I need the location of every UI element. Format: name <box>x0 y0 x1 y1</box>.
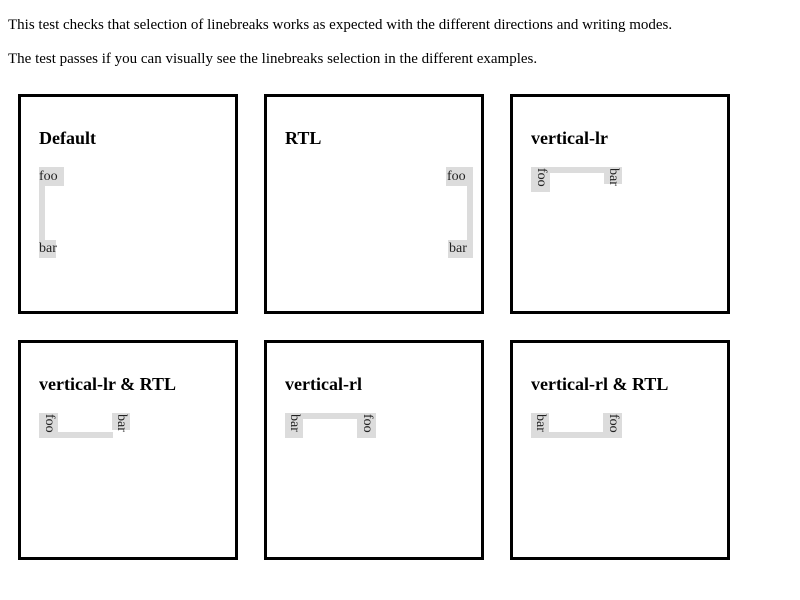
linebreak-selection <box>548 432 604 438</box>
example-title: vertical-lr & RTL <box>39 374 176 394</box>
selection-highlight <box>39 167 64 186</box>
example-title: Default <box>39 128 96 148</box>
word-foo[interactable]: foo <box>360 414 375 433</box>
example-default: Default foo bar <box>18 94 238 314</box>
example-title: vertical-rl <box>285 374 362 394</box>
word-foo[interactable]: foo <box>39 169 58 184</box>
linebreak-selection <box>302 413 358 419</box>
selection-highlight <box>446 167 473 186</box>
word-foo[interactable]: foo <box>447 169 466 184</box>
example-vertical-lr-rtl: vertical-lr & RTL foo bar <box>18 340 238 560</box>
word-bar[interactable]: bar <box>449 241 467 256</box>
word-bar[interactable]: bar <box>39 241 57 256</box>
word-bar[interactable]: bar <box>533 414 548 432</box>
word-foo[interactable]: foo <box>606 414 621 433</box>
instructions-line-2: The test passes if you can visually see … <box>8 51 538 67</box>
example-vertical-lr: vertical-lr foo bar <box>510 94 730 314</box>
linebreak-selection <box>549 167 605 173</box>
linebreak-selection <box>467 185 473 241</box>
word-foo[interactable]: foo <box>42 414 57 433</box>
word-bar[interactable]: bar <box>114 414 129 432</box>
selection-highlight <box>603 413 622 438</box>
example-title: vertical-lr <box>531 128 608 148</box>
word-foo[interactable]: foo <box>534 168 549 187</box>
example-rtl: RTL foo bar <box>264 94 484 314</box>
example-title: vertical-rl & RTL <box>531 374 669 394</box>
word-bar[interactable]: bar <box>606 168 621 186</box>
selection-highlight <box>604 167 622 184</box>
selection-highlight <box>357 413 376 438</box>
selection-highlight <box>39 240 56 258</box>
instructions-line-1: This test checks that selection of lineb… <box>8 17 673 33</box>
linebreak-selection <box>39 185 45 241</box>
selection-highlight <box>112 413 130 430</box>
selection-highlight <box>448 240 473 258</box>
selection-highlight <box>285 413 303 438</box>
linebreak-selection <box>57 432 113 438</box>
selection-highlight <box>531 167 550 192</box>
example-vertical-rl: vertical-rl bar foo <box>264 340 484 560</box>
example-title: RTL <box>285 128 322 148</box>
example-vertical-rl-rtl: vertical-rl & RTL bar foo <box>510 340 730 560</box>
selection-highlight <box>531 413 549 438</box>
selection-highlight <box>39 413 58 438</box>
word-bar[interactable]: bar <box>287 414 302 432</box>
